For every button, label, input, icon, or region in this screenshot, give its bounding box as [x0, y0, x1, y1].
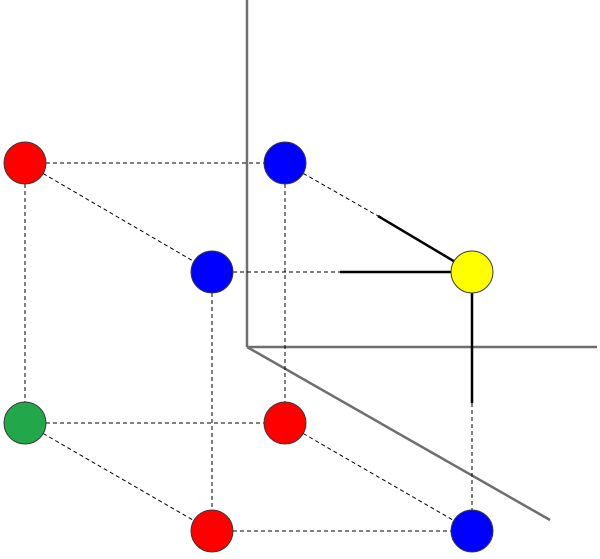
vertex-top-back-left — [3, 141, 47, 185]
solid-edges — [340, 214, 474, 403]
edge-top-left-depth — [24, 162, 213, 273]
vertex-bottom-front-right — [450, 509, 494, 553]
vertex-top-back-right — [263, 141, 307, 185]
edge-bottom-left-depth — [24, 422, 213, 532]
vertex-top-front-left — [190, 250, 234, 294]
axis-diagonal — [246, 345, 551, 522]
vertex-bottom-back-left — [3, 401, 47, 445]
vertices — [3, 141, 494, 553]
edge-bottom-right-depth — [284, 422, 473, 532]
vertex-bottom-back-right — [263, 401, 307, 445]
vertex-top-front-right — [450, 250, 494, 294]
axes — [245, 0, 597, 522]
vertex-bottom-front-left — [190, 509, 234, 553]
